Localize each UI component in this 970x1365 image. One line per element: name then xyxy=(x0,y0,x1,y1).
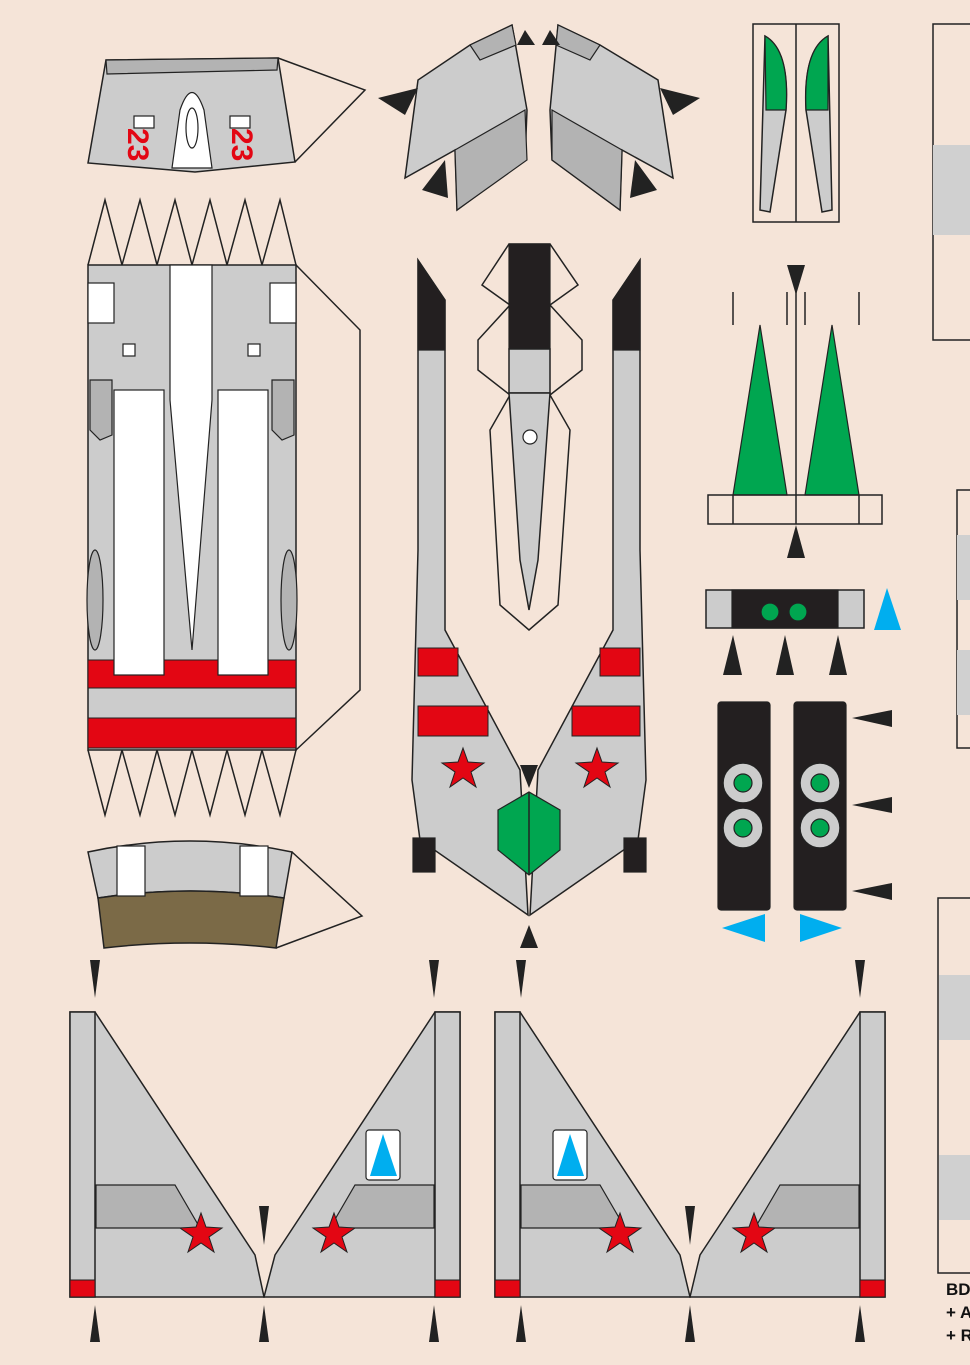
landing-gear-parts xyxy=(705,588,901,942)
wing-parts-right xyxy=(494,960,886,1342)
footer-line-3: + R xyxy=(946,1326,970,1345)
fuselage-top-part xyxy=(411,243,647,948)
tail-number-left: 23 xyxy=(121,128,154,161)
canopy-part xyxy=(752,23,840,223)
exhaust-part xyxy=(87,840,364,949)
intake-parts xyxy=(378,23,700,212)
fuselage-bottom-part xyxy=(86,197,361,818)
footer-line-2: + A xyxy=(946,1303,970,1322)
wing-parts-left xyxy=(69,960,461,1342)
partial-parts-right-edge xyxy=(932,23,970,1274)
tail-fin-part xyxy=(707,265,883,558)
tail-number-right: 23 xyxy=(225,128,258,161)
nose-cone-part: 23 23 xyxy=(87,57,367,173)
footer-line-1: BD xyxy=(946,1280,970,1299)
